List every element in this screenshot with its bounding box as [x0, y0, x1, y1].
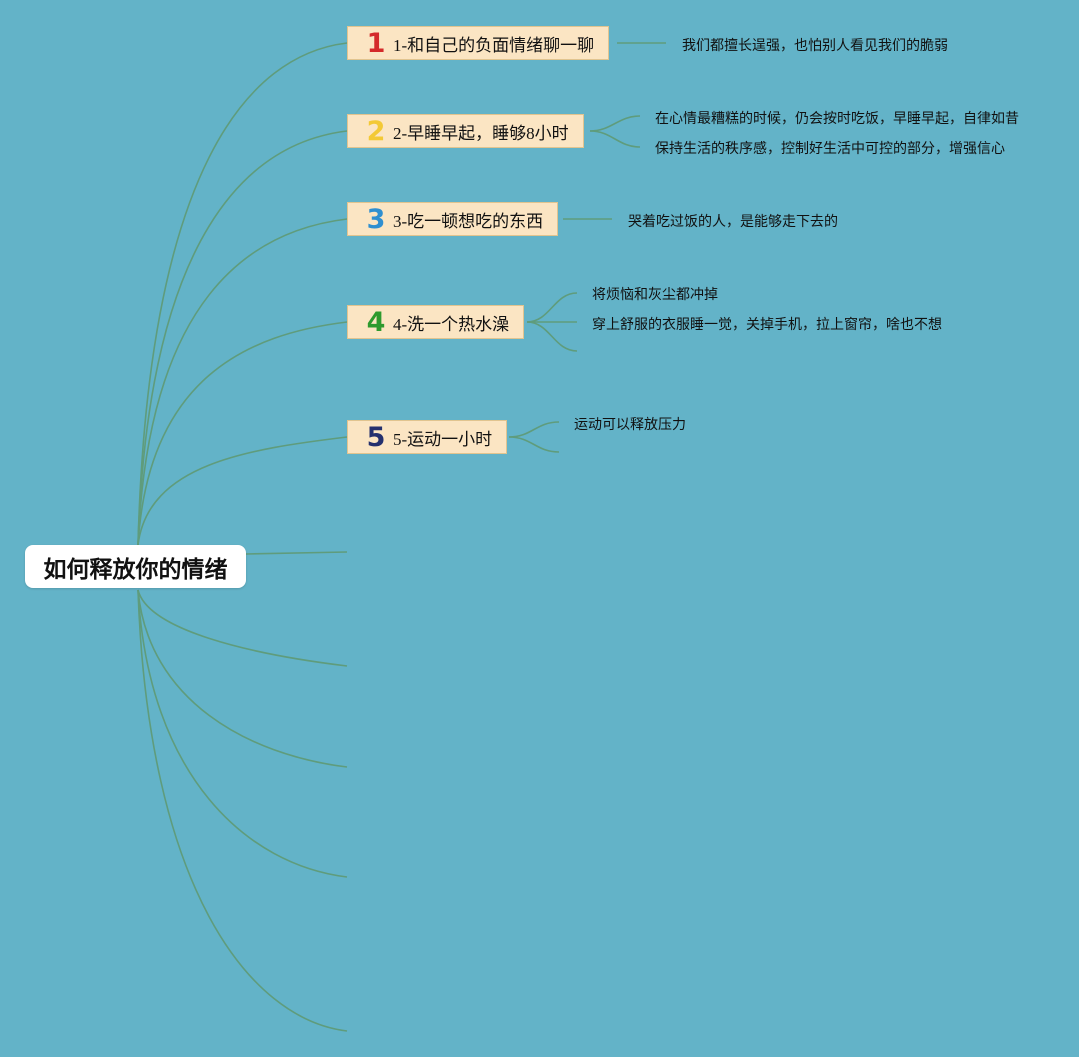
branch-topic-1[interactable]: 1 1-和自己的负面情绪聊一聊	[347, 26, 610, 60]
note-4-1[interactable]: 将烦恼和灰尘都冲掉	[592, 287, 718, 303]
branch-label-1: 1-和自己的负面情绪聊一聊	[393, 35, 595, 55]
note-3-1[interactable]: 哭着吃过饭的人，是能够走下去的	[628, 214, 838, 230]
branch-topic-3[interactable]: 3 3-吃一顿想吃的东西	[347, 202, 559, 236]
branch-label-5: 5-运动一小时	[393, 429, 493, 449]
note-link-2-1	[589, 115, 641, 132]
number-badge-2: 2	[366, 115, 386, 147]
root-link-5	[137, 436, 348, 546]
root-link-4	[137, 321, 348, 546]
note-5-1[interactable]: 运动可以释放压力	[574, 417, 686, 433]
note-1-1[interactable]: 我们都擅长逞强，也怕别人看见我们的脆弱	[682, 38, 948, 54]
root-title: 如何释放你的情绪	[43, 556, 228, 583]
branch-topic-4[interactable]: 4 4-洗一个热水澡	[347, 305, 525, 339]
note-link-5-1	[508, 421, 560, 438]
branch-topic-2[interactable]: 2 2-早睡早起，睡够8小时	[347, 114, 584, 148]
root-link-empty-1	[245, 551, 348, 555]
branch-label-3: 3-吃一顿想吃的东西	[393, 211, 544, 231]
root-link-empty-4	[137, 589, 348, 878]
root-link-empty-2	[137, 589, 348, 667]
number-badge-5: 5	[366, 421, 386, 453]
note-2-1[interactable]: 在心情最糟糕的时候，仍会按时吃饭，早睡早起，自律如昔	[655, 111, 1019, 127]
root-link-3	[137, 218, 348, 546]
number-badge-3: 3	[366, 203, 386, 235]
number-badge-4: 4	[366, 306, 386, 338]
root-link-1	[137, 42, 348, 546]
root-topic[interactable]: 如何释放你的情绪	[25, 545, 246, 588]
note-4-2[interactable]: 穿上舒服的衣服睡一觉，关掉手机，拉上窗帘，啥也不想	[592, 317, 942, 333]
note-link-4-1	[526, 292, 578, 323]
branch-label-2: 2-早睡早起，睡够8小时	[393, 123, 569, 143]
note-2-2[interactable]: 保持生活的秩序感，控制好生活中可控的部分，增强信心	[655, 141, 1005, 157]
note-link-4-3	[526, 321, 578, 352]
note-link-2-2	[589, 130, 641, 148]
branch-topic-5[interactable]: 5 5-运动一小时	[347, 420, 508, 454]
note-link-5-2	[508, 436, 560, 453]
root-link-empty-5	[137, 589, 348, 1032]
branch-label-4: 4-洗一个热水澡	[393, 314, 510, 334]
root-link-empty-3	[137, 589, 348, 768]
root-link-2	[137, 130, 348, 546]
number-badge-1: 1	[366, 27, 386, 59]
